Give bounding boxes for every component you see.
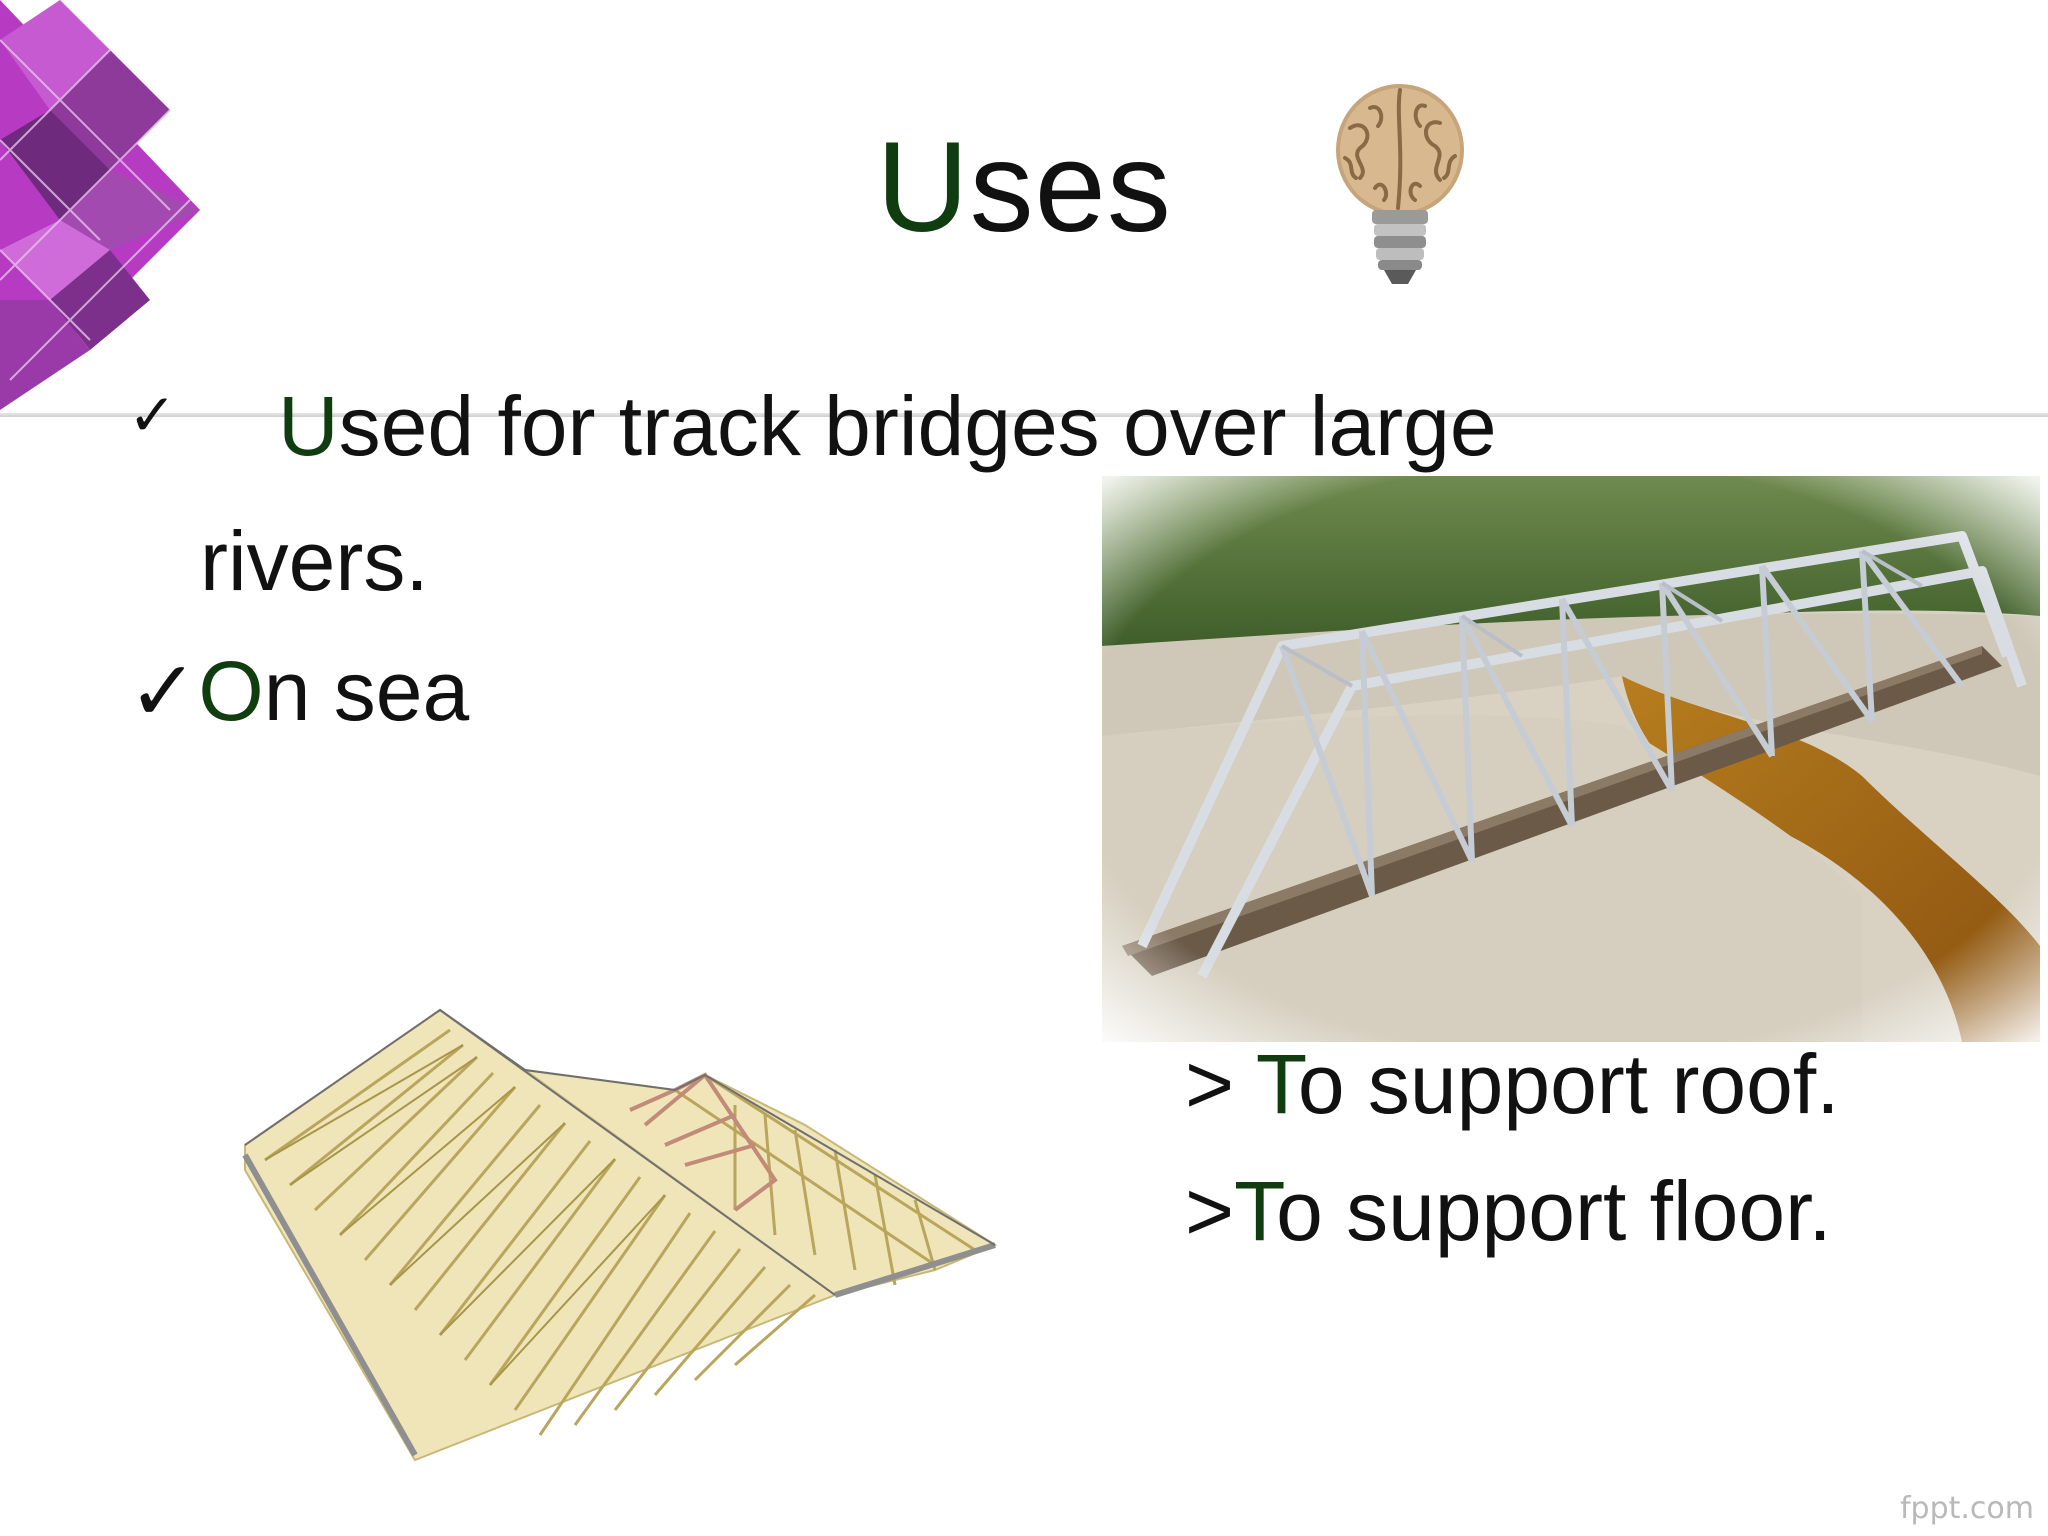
bullet-2-rest: n sea: [263, 644, 470, 738]
point-1-prefix: >: [1185, 1037, 1256, 1131]
point-2-rest: o support floor.: [1276, 1164, 1832, 1258]
point-1-rest: o support roof.: [1297, 1037, 1840, 1131]
bullet-1-rest: sed for track bridges over large: [338, 379, 1497, 473]
point-support-floor: >To support floor.: [1185, 1163, 1832, 1259]
slide-title: Uses: [0, 118, 2048, 258]
roof-truss-diagram: [242, 1008, 998, 1462]
checkmark-icon: ✓: [128, 381, 177, 449]
checkmark-icon: ✓: [128, 642, 199, 740]
bridge-photo: [1102, 476, 2040, 1042]
bullet-1-continuation: rivers.: [200, 514, 429, 608]
bullet-1-accent: U: [278, 379, 339, 473]
point-1-accent: T: [1255, 1037, 1298, 1131]
title-accent-letter: U: [876, 116, 970, 259]
point-support-roof: > To support roof.: [1185, 1036, 1840, 1132]
point-2-accent: T: [1234, 1164, 1277, 1258]
watermark: fppt.com: [1899, 1491, 2034, 1526]
bullet-2-accent: O: [198, 644, 264, 738]
corner-logo: [0, 0, 200, 410]
title-rest: ses: [969, 116, 1172, 259]
bullet-1-text: Used for track bridges over large: [278, 378, 1497, 474]
header-divider: [0, 413, 2048, 417]
point-2-prefix: >: [1185, 1164, 1235, 1258]
bullet-2-text: ✓On sea: [128, 643, 469, 739]
brain-lightbulb-icon: [1336, 84, 1464, 284]
